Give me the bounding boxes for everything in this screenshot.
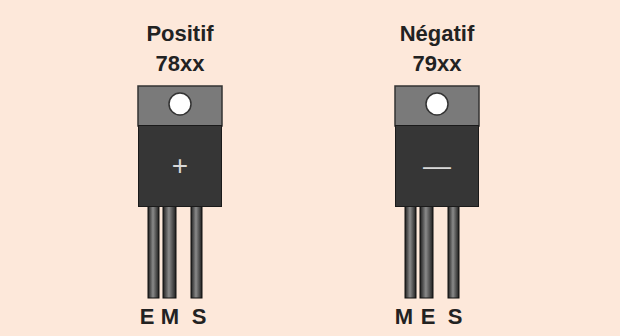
pin-name: E xyxy=(421,304,436,330)
regulator-78xx xyxy=(138,86,222,298)
regulator-title: Négatif 79xx xyxy=(387,19,487,79)
pin-name: S xyxy=(448,304,463,330)
regulator-body: Positif 78xx+ xyxy=(138,125,222,207)
regulator-body: Négatif 79xx— xyxy=(395,125,479,207)
pin-name: M xyxy=(161,304,179,330)
pin-name: E xyxy=(140,304,155,330)
pin-name: S xyxy=(192,304,207,330)
regulator-title: Positif 78xx xyxy=(130,19,230,79)
regulator-79xx xyxy=(395,86,479,298)
polarity-sign: + xyxy=(139,152,221,180)
polarity-sign: — xyxy=(396,152,478,180)
pin-name: M xyxy=(395,304,413,330)
